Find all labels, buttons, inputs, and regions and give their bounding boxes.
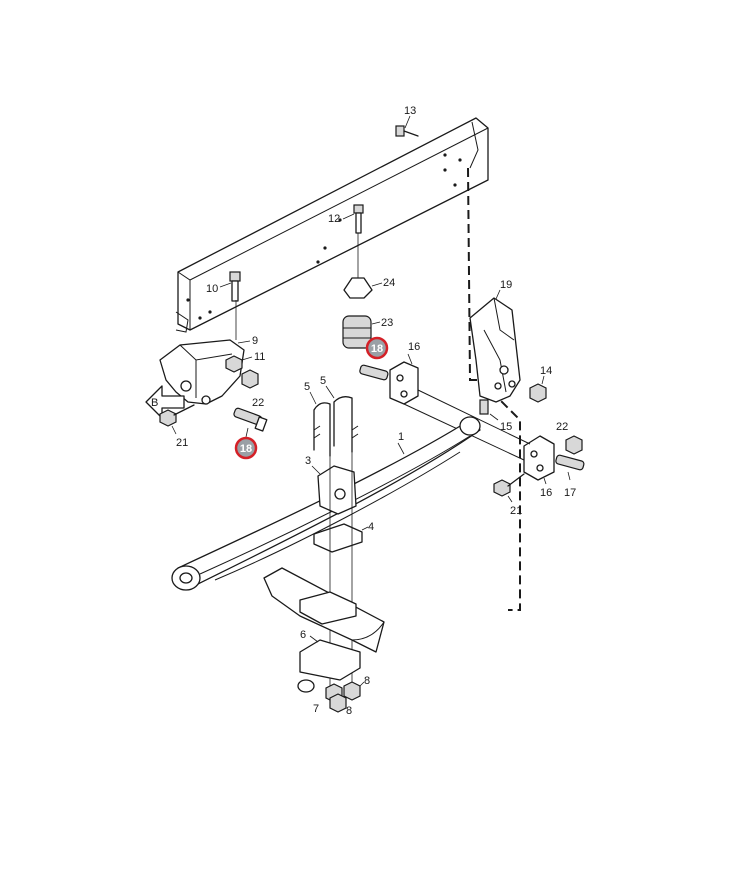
callout-5-left: 5 (304, 381, 310, 393)
frame-rail (175, 117, 489, 333)
callout-1: 1 (398, 431, 404, 443)
callout-21-left: 21 (176, 437, 188, 449)
axle-housing (263, 567, 385, 653)
highlight-18-upper[interactable]: 18 (365, 336, 389, 360)
spring-pad-4 (313, 523, 369, 553)
callout-5-right: 5 (320, 375, 326, 387)
callout-17: 17 (564, 487, 576, 499)
callout-13: 13 (404, 105, 416, 117)
shackle-plate-16-upper (389, 353, 419, 405)
rear-hanger-19 (469, 289, 521, 403)
callout-15: 15 (500, 421, 512, 433)
callout-19: 19 (500, 279, 512, 291)
bolt-13 (395, 115, 419, 137)
callout-24: 24 (383, 277, 395, 289)
callout-8-right: 8 (364, 675, 370, 687)
shackle-plate-16-lower (523, 435, 555, 485)
callout-14: 14 (540, 365, 552, 377)
pin-18-left (233, 407, 268, 438)
u-bolt-5-left (309, 391, 331, 457)
spring-spacer-3 (311, 465, 357, 515)
u-bolt-5-right (325, 385, 359, 453)
shackle-pin-15 (479, 399, 499, 421)
highlight-18-upper-label: 18 (371, 343, 383, 355)
nut-14 (529, 375, 547, 403)
callout-10: 10 (206, 283, 218, 295)
callout-12: 12 (328, 213, 340, 225)
bolt-21-left (159, 404, 195, 435)
pin-18-upper (359, 364, 389, 381)
callout-23: 23 (381, 317, 393, 329)
bolt-21-right (493, 473, 525, 503)
view-b-label: B (151, 397, 158, 409)
callout-9: 9 (252, 335, 258, 347)
callout-16-upper: 16 (408, 341, 420, 353)
bolt-12 (342, 204, 364, 234)
callout-6: 6 (300, 629, 306, 641)
callout-4: 4 (368, 521, 374, 533)
nut-22-left (241, 369, 259, 389)
callout-7: 7 (313, 703, 319, 715)
nut-8-right (343, 681, 365, 701)
nut-22-right (565, 435, 583, 455)
rubber-bump-stop-23 (342, 315, 381, 349)
bolt-10 (219, 271, 241, 302)
callout-labels: 13 12 10 24 23 9 11 22 21 B 16 19 14 15 … (151, 105, 576, 717)
callout-8-bottom: 8 (346, 705, 352, 717)
callout-16-lower: 16 (540, 487, 552, 499)
callout-22-right: 22 (556, 421, 568, 433)
callout-11: 11 (254, 351, 265, 363)
assembly-line-right (467, 167, 521, 611)
front-hanger-9 (159, 339, 251, 405)
bump-stop-bracket-24 (343, 277, 383, 299)
nut-11 (225, 355, 253, 373)
callout-21-right: 21 (510, 505, 522, 517)
highlight-18-lower[interactable]: 18 (234, 436, 258, 460)
highlight-18-lower-label: 18 (240, 443, 252, 455)
nut-8-bottom (329, 693, 347, 713)
callout-22-left: 22 (252, 397, 264, 409)
lower-plate-6 (297, 635, 361, 693)
pin-17 (555, 454, 585, 481)
callout-3: 3 (305, 455, 311, 467)
